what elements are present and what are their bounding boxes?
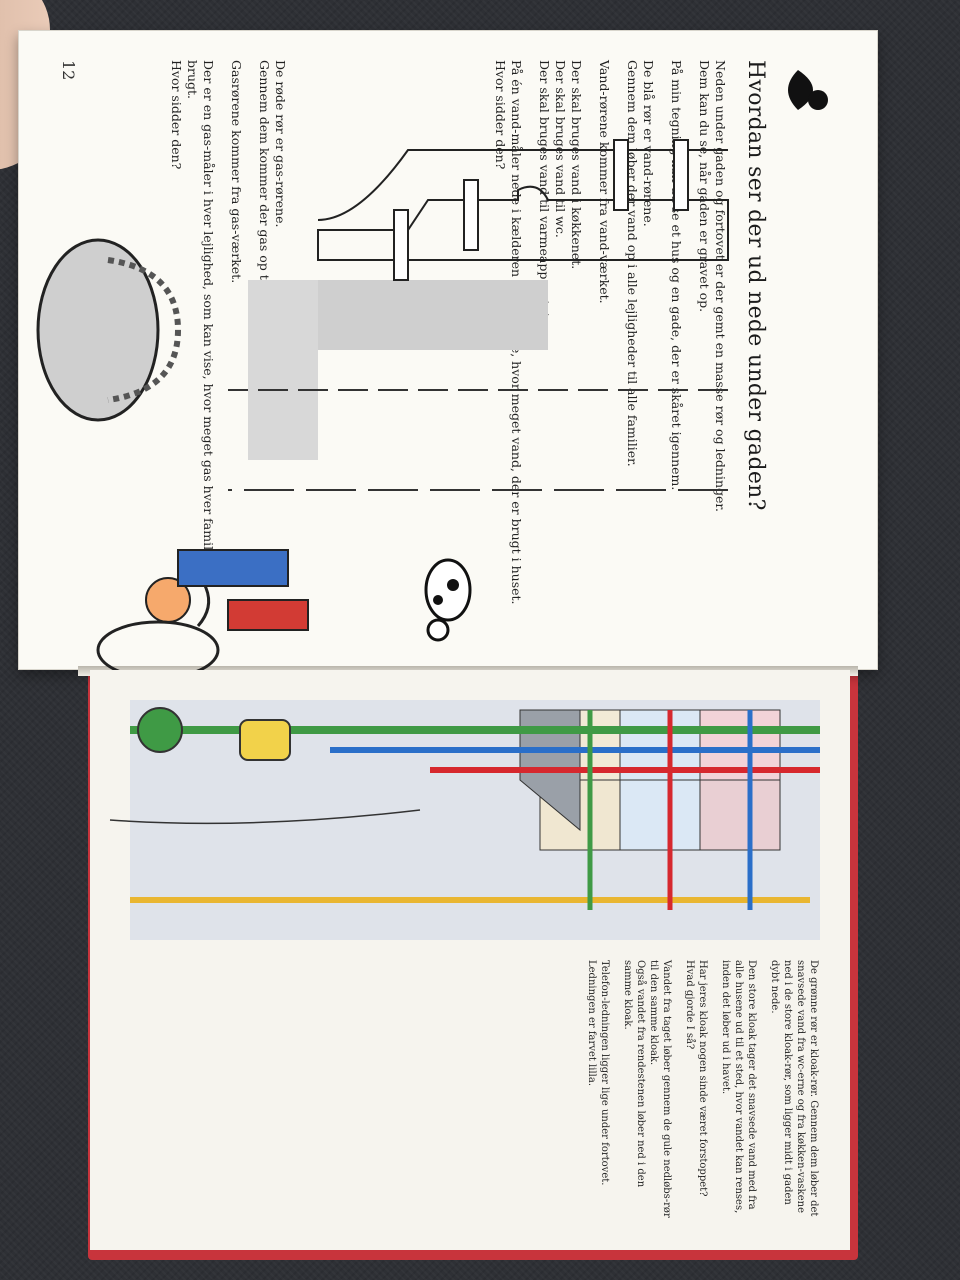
paragraph: Den store kloak tager det snavsede vand … [720, 960, 757, 1214]
paragraph: Har jeres kloak nogen sinde været forsto… [684, 960, 708, 1197]
manhole-illustration [36, 70, 828, 670]
right-page-text: De grønne rør er kloak-rør. Gennem dem l… [575, 960, 820, 1220]
left-page-content: Hvordan ser der ud nede under gaden? Ned… [18, 30, 878, 670]
paragraph: De grønne rør er kloak-rør. Gennem dem l… [769, 960, 819, 1217]
paragraph: Vandet fra taget løber gennem de gule ne… [622, 960, 672, 1218]
left-page-rotated: Hvordan ser der ud nede under gaden? Ned… [18, 30, 878, 670]
right-page-content: De grønne rør er kloak-rør. Gennem dem l… [90, 670, 850, 1250]
open-book: Hvordan ser der ud nede under gaden? Ned… [18, 30, 930, 1260]
right-page-rotated: De grønne rør er kloak-rør. Gennem dem l… [90, 670, 850, 1250]
paragraph: Telefon-ledningen ligger lige under fort… [586, 960, 610, 1186]
dog-drawing [424, 558, 472, 642]
house-cross-section [90, 670, 850, 1250]
bird-drawing [788, 70, 828, 110]
